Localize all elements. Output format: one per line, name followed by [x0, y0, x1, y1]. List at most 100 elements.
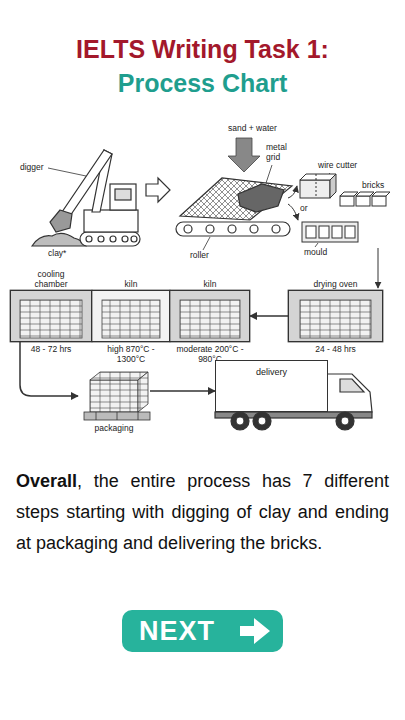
conveyor-drawing [250, 225, 258, 233]
pallet-drawing [138, 372, 148, 412]
input-arrow [228, 138, 260, 172]
body-row: packaging [78, 424, 150, 434]
flow-arrow [146, 178, 170, 202]
chamber-drawing [92, 290, 170, 342]
conveyor-drawing [238, 184, 284, 212]
part-label: or [300, 204, 308, 214]
node-text: 48 - 72 hrs [10, 345, 92, 355]
heading-row: kiln [170, 262, 250, 290]
node-text: kiln [125, 280, 138, 290]
mould-drawing [306, 226, 316, 238]
wire-cutter-drawing [316, 174, 317, 198]
part-label: bricks [362, 181, 384, 191]
wire-cutter-drawing [356, 192, 374, 196]
chamber-drawing [20, 300, 82, 338]
pallet-drawing [84, 372, 150, 420]
digger-drawing [115, 189, 131, 200]
split-arrows [378, 248, 379, 288]
pallet-drawing [90, 380, 138, 412]
chamber-drawing [102, 300, 160, 338]
wire-cutter-drawing [300, 180, 330, 198]
wire-cutter-drawing [372, 196, 386, 206]
node-text: NEXT [139, 618, 215, 645]
node-text: delivery [216, 367, 327, 377]
kiln-box: kiln high 870°C - 1300°C [92, 262, 170, 365]
digger-drawing [50, 210, 72, 232]
wire-cutter-drawing [356, 196, 370, 206]
connector [250, 315, 288, 317]
body-row: 48 - 72 hrs [10, 345, 92, 355]
node-text: high 870°C - 1300°C [92, 345, 170, 365]
mould-drawing [345, 226, 355, 238]
digger-drawing [131, 236, 137, 242]
mould-drawing [302, 222, 358, 242]
conveyor-drawing [176, 178, 292, 236]
body-row: 24 - 48 hrs [288, 345, 383, 355]
node-shape [288, 290, 383, 342]
chamber-drawing [288, 290, 383, 342]
part-label: metal grid [266, 143, 294, 163]
drying-oven: drying oven 24 - 48 hrs [288, 262, 383, 355]
wire-cutter-drawing [340, 196, 354, 206]
conveyor-drawing [272, 225, 280, 233]
node-text: cooling chamber [26, 270, 76, 290]
digger-drawing [80, 232, 140, 246]
conveyor-drawing [228, 225, 236, 233]
chamber-drawing [170, 290, 250, 342]
part-label: mould [304, 248, 327, 258]
pallet-drawing [96, 412, 97, 420]
heading-row: kiln [92, 262, 170, 290]
truck-drawing [341, 417, 349, 425]
body-row: high 870°C - 1300°C [92, 345, 170, 365]
paragraph-text: Overall [16, 471, 77, 491]
leader-lines [48, 168, 86, 176]
node-shape [10, 290, 92, 342]
mould-drawing [302, 222, 358, 242]
digger-drawing [32, 150, 140, 246]
split-arrows [288, 204, 298, 220]
chamber-drawing [180, 300, 240, 338]
conveyor-drawing [184, 225, 192, 233]
pallet-drawing [138, 412, 139, 420]
digger-drawing [122, 236, 128, 242]
part-label: wire cutter [318, 161, 357, 171]
subtitle: Process Chart [0, 68, 405, 98]
wire-cutter-drawing [300, 174, 390, 206]
truck-drawing [258, 417, 266, 425]
cooling-chamber: cooling chamber 48 - 72 hrs [10, 262, 92, 355]
split-arrows [288, 186, 378, 288]
digger-drawing [86, 236, 92, 242]
node-shape: delivery [215, 360, 328, 412]
node-shape [170, 290, 250, 342]
part-label: sand + water [228, 124, 277, 134]
node-shape [78, 370, 150, 422]
mould-drawing [332, 226, 342, 238]
mould-drawing [319, 226, 329, 238]
split-arrows [288, 186, 297, 198]
digger-drawing [98, 236, 104, 242]
truck-drawing [236, 417, 244, 425]
digger-drawing [84, 210, 138, 232]
truck-drawing [253, 412, 271, 430]
chamber-drawing [10, 290, 92, 342]
delivery-truck: delivery [215, 360, 328, 412]
truck-drawing [231, 412, 249, 430]
heading-row: drying oven [288, 262, 383, 290]
chamber-drawing [300, 300, 371, 338]
chamber-drawing [10, 290, 383, 342]
wire-cutter-drawing [372, 192, 390, 196]
part-label: roller [190, 251, 209, 261]
page-title: IELTS Writing Task 1: [0, 34, 405, 64]
digger-drawing [110, 184, 136, 210]
node-text: kiln [204, 280, 217, 290]
wire-cutter-drawing [340, 192, 358, 196]
summary-paragraph: Overall, the entire process has 7 differ… [16, 466, 389, 559]
pallet-drawing [117, 412, 118, 420]
node-text: 24 - 48 hrs [288, 345, 383, 355]
conveyor-drawing [176, 222, 290, 236]
truck-drawing [340, 379, 364, 392]
conveyor-drawing [206, 225, 214, 233]
heading-row: cooling chamber [10, 262, 92, 290]
part-label: clay* [48, 249, 66, 259]
